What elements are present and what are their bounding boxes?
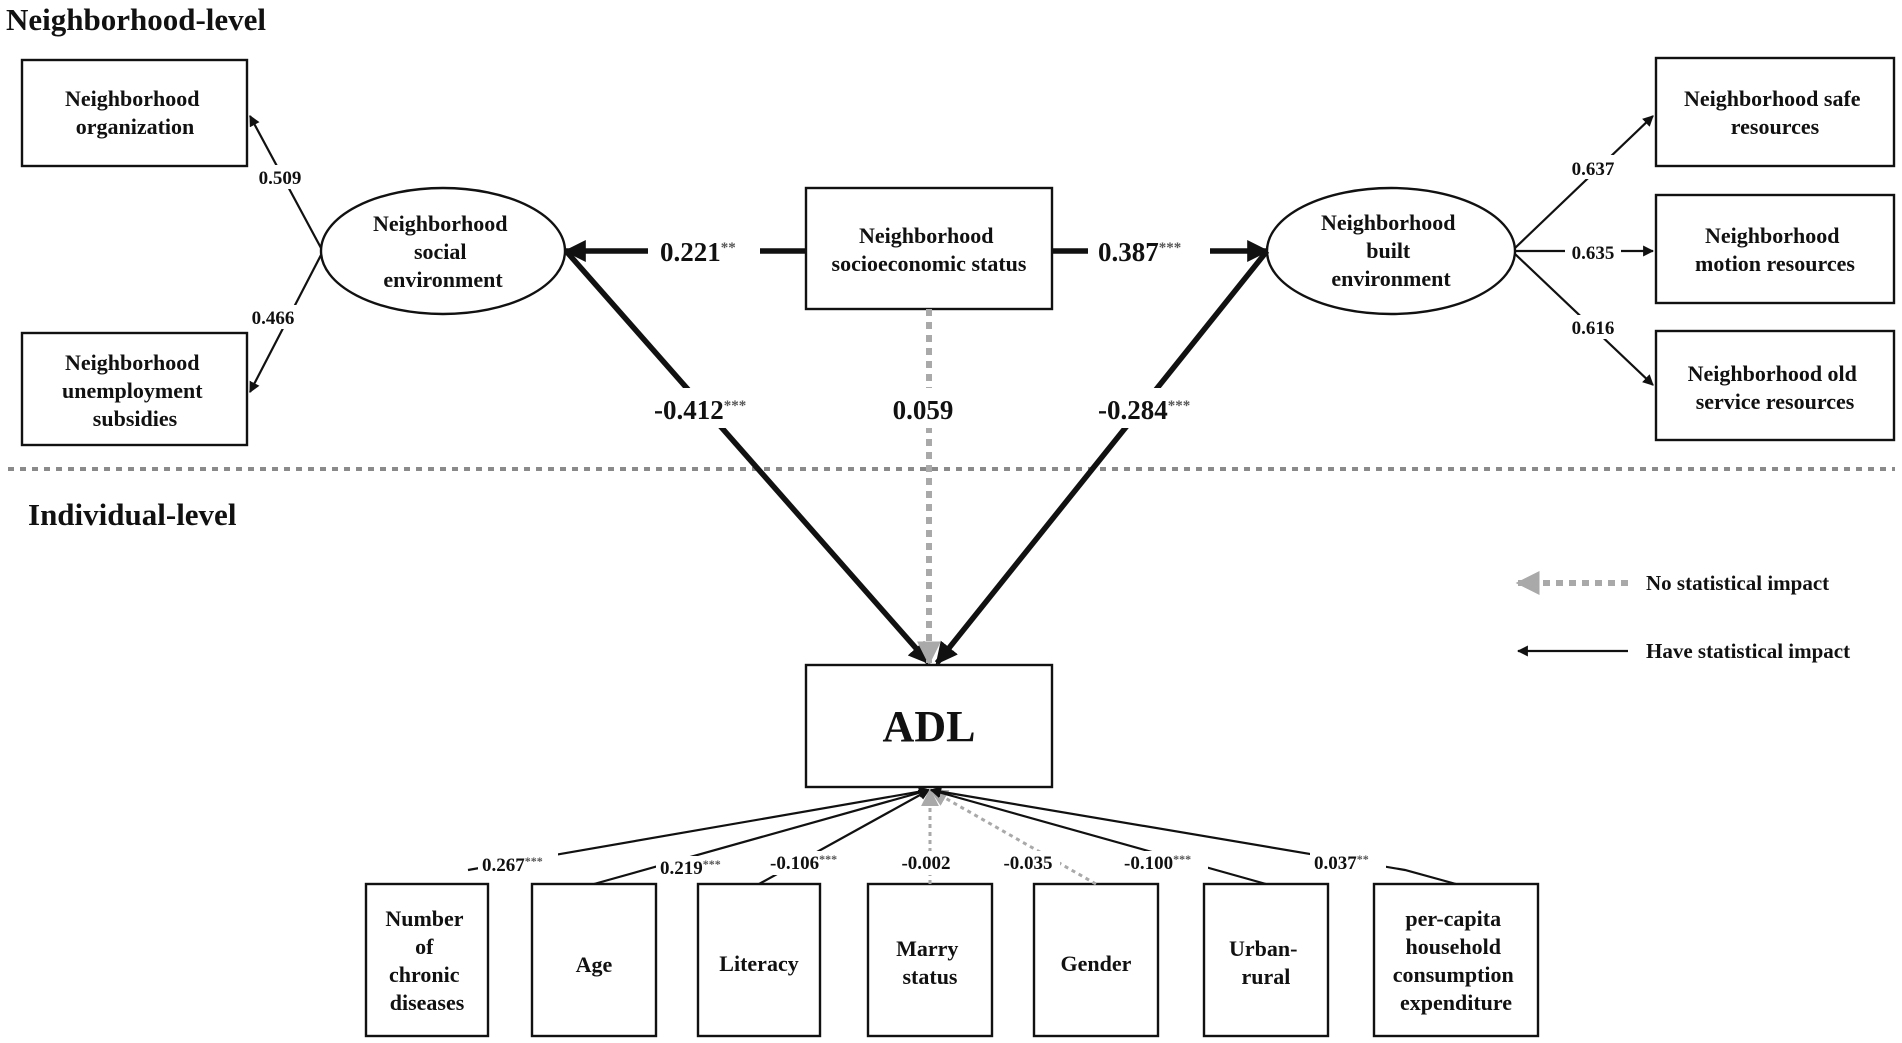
label-bg-consumption xyxy=(1310,851,1386,875)
node-gender xyxy=(1032,882,1160,1038)
node-neighborhood-motion-resources-label: Neighborhood motion resources xyxy=(1695,223,1855,276)
coef-literacy-adl: -0.106*** xyxy=(770,852,837,874)
coef-social-adl: -0.412*** xyxy=(654,395,746,425)
path-built-to-safe xyxy=(1514,115,1654,249)
node-number-of-chronic-diseases xyxy=(364,882,490,1038)
label-bg-literacy xyxy=(766,851,852,875)
label-bg-gender xyxy=(996,851,1060,875)
node-literacy-label: Literacy xyxy=(719,951,798,976)
label-bg-chronic xyxy=(478,853,558,877)
neighborhood-level-title: Neighborhood-level xyxy=(6,2,266,37)
node-number-of-chronic-diseases-label: Number of chronic diseases xyxy=(385,906,468,1015)
coef-age-adl: 0.219*** xyxy=(660,857,721,879)
node-neighborhood-organization-label: Neighborhood organization xyxy=(65,86,205,139)
label-bg-ses-built xyxy=(1088,232,1210,270)
node-neighborhood-old-service-resources-label: Neighborhood old service resources xyxy=(1688,361,1863,414)
legend-no-impact-label: No statistical impact xyxy=(1646,571,1829,595)
label-bg-org xyxy=(251,165,307,189)
path-social-to-adl xyxy=(563,249,932,665)
coef-safe-loading: 0.637 xyxy=(1572,159,1615,180)
label-bg-urban xyxy=(1120,851,1208,875)
node-neighborhood-socioeconomic-status xyxy=(804,186,1054,311)
node-neighborhood-built-environment-label: Neighborhood built environment xyxy=(1321,210,1461,291)
label-bg-old xyxy=(1565,315,1621,339)
node-urban-rural xyxy=(1202,882,1330,1038)
label-bg-built-adl xyxy=(1096,388,1204,428)
label-bg-age xyxy=(656,856,736,880)
coef-ses-built: 0.387*** xyxy=(1098,237,1181,267)
node-literacy xyxy=(696,882,822,1038)
coef-ses-adl: 0.059 xyxy=(893,395,954,425)
node-gender-label: Gender xyxy=(1061,951,1132,976)
node-neighborhood-old-service-resources xyxy=(1654,329,1896,442)
coef-motion-loading: 0.635 xyxy=(1572,243,1615,264)
coef-unemp-loading: 0.466 xyxy=(252,308,295,329)
node-age-label: Age xyxy=(576,952,613,977)
node-neighborhood-socioeconomic-status-label: Neighborhood socioeconomic status xyxy=(832,223,1027,276)
node-neighborhood-unemployment-subsidies xyxy=(20,331,249,447)
node-marry-status xyxy=(866,882,994,1038)
path-built-to-adl xyxy=(934,249,1270,665)
coef-consumption-adl: 0.037** xyxy=(1314,852,1369,874)
coef-built-adl: -0.284*** xyxy=(1098,395,1190,425)
label-bg-ses-social xyxy=(648,232,760,270)
coef-gender-adl: -0.035 xyxy=(1003,853,1052,874)
label-bg-motion xyxy=(1565,240,1621,264)
node-urban-rural-label: Urban- rural xyxy=(1229,936,1303,989)
node-neighborhood-unemployment-subsidies-label: Neighborhood unemployment subsidies xyxy=(62,350,208,431)
node-neighborhood-social-environment-label: Neighborhood social environment xyxy=(373,211,513,292)
legend: No statistical impact Have statistical i… xyxy=(1515,571,1850,663)
path-consumption-to-adl xyxy=(929,786,1457,886)
individual-level-title: Individual-level xyxy=(28,497,237,532)
legend-impact-label: Have statistical impact xyxy=(1646,639,1850,663)
path-age-to-adl xyxy=(593,787,931,886)
path-urban-to-adl xyxy=(929,787,1267,886)
label-bg-unemp xyxy=(245,305,301,329)
node-neighborhood-motion-resources xyxy=(1654,193,1896,305)
label-bg-marry xyxy=(894,851,958,875)
coef-marry-adl: -0.002 xyxy=(901,853,950,874)
node-per-capita-household-consumption-expenditure-label: per-capita household consumption expendi… xyxy=(1393,906,1520,1015)
node-age xyxy=(530,882,658,1038)
coef-org-loading: 0.509 xyxy=(259,168,302,189)
label-bg-safe xyxy=(1565,155,1621,179)
label-bg-social-adl xyxy=(652,388,760,428)
label-bg-ses-adl xyxy=(885,388,965,428)
node-neighborhood-safe-resources-label: Neighborhood safe resources xyxy=(1684,86,1866,139)
node-marry-status-label: Marry status xyxy=(896,936,964,989)
node-neighborhood-organization xyxy=(20,58,249,168)
coef-old-loading: 0.616 xyxy=(1572,318,1615,339)
coef-ses-social: 0.221** xyxy=(660,237,736,267)
coef-chronic-adl: 0.267*** xyxy=(482,854,543,876)
coef-urban-adl: -0.100*** xyxy=(1124,852,1191,874)
node-neighborhood-safe-resources xyxy=(1654,56,1896,168)
node-adl-label: ADL xyxy=(883,702,976,751)
